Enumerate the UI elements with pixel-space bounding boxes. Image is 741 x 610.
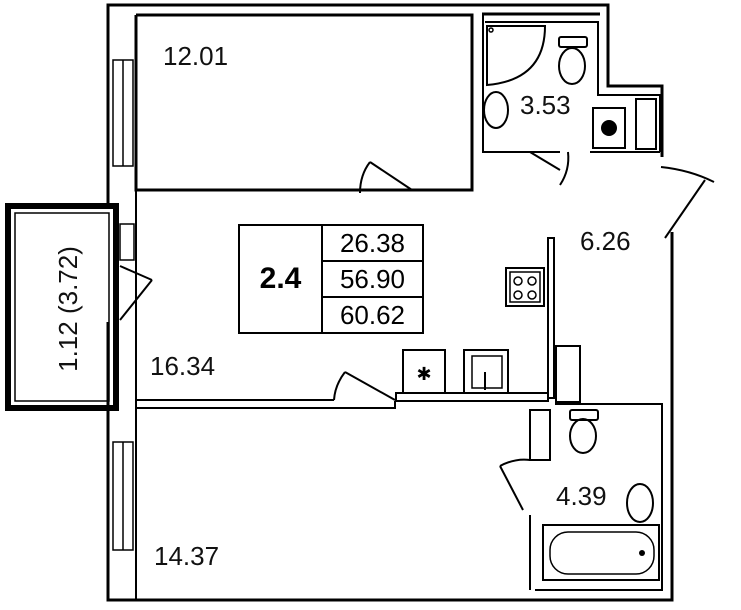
outer-walls — [106, 3, 674, 602]
toilet-icon — [558, 36, 588, 48]
bedroom1-door — [359, 161, 413, 194]
fridge-icon — [402, 349, 446, 394]
hall-partition — [547, 237, 555, 399]
area-summary: 2.4 26.38 56.90 60.62 — [238, 224, 424, 334]
bathroom2-door — [499, 465, 524, 511]
room-area-bathroom2: 4.39 — [556, 481, 607, 511]
living-area: 26.38 — [323, 226, 422, 262]
balcony — [5, 203, 119, 411]
room-area-bathroom1: 3.53 — [520, 90, 571, 120]
sink2-icon — [626, 483, 654, 523]
shower-icon — [486, 25, 547, 87]
kitchen-sink-icon — [463, 349, 509, 394]
room-area-balcony: 1.12 (3.72) — [53, 246, 83, 372]
entrance-door — [660, 166, 715, 239]
washing-machine-icon — [592, 107, 626, 149]
sink-icon — [483, 91, 509, 129]
kitchen-counter — [395, 392, 549, 402]
room-area-bedroom2: 14.37 — [154, 541, 220, 571]
total-area-with-balcony: 60.62 — [339, 299, 406, 330]
room-area-bedroom1: 12.01 — [163, 41, 229, 71]
room-area-kitchen-living: 16.34 — [150, 351, 216, 381]
room-area-hallway: 6.26 — [580, 226, 631, 256]
water-heater-icon — [635, 98, 657, 150]
total-area: 56.90 — [323, 262, 422, 298]
cabinet-icon — [555, 345, 581, 403]
bathroom2-walls — [529, 403, 663, 591]
apartment-type: 2.4 — [240, 226, 323, 332]
stove-icon — [505, 267, 545, 307]
svg-text:✱: ✱ — [416, 364, 431, 385]
bathtub-icon — [542, 524, 660, 581]
window-living — [119, 223, 135, 261]
bathroom1-walls — [482, 12, 661, 153]
